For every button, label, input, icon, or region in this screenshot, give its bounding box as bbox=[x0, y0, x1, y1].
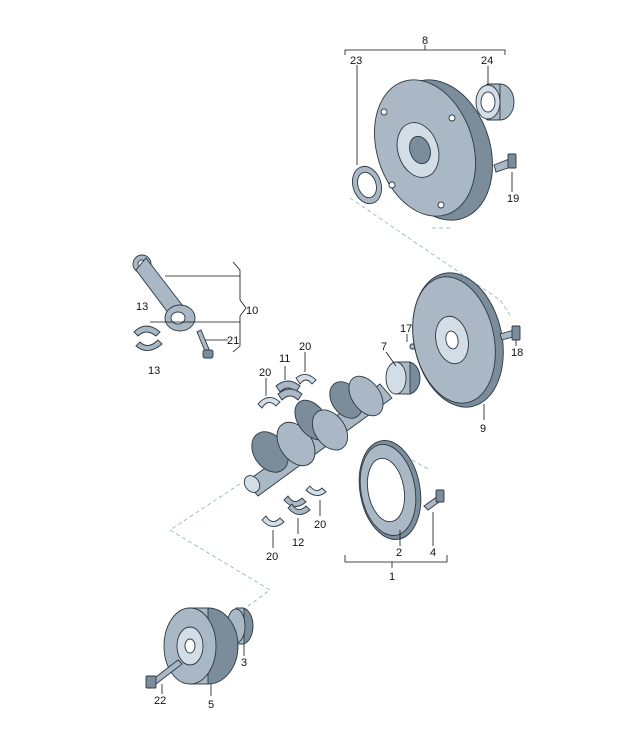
callout-23: 23 bbox=[350, 55, 362, 67]
callout-13-lower: 13 bbox=[148, 365, 160, 377]
callout-13-upper: 13 bbox=[136, 301, 148, 313]
part-8-flywheel-housing bbox=[344, 45, 506, 221]
callout-8: 8 bbox=[422, 35, 428, 47]
callout-labels: 8 23 24 19 10 13 21 13 17 7 18 20 11 20 … bbox=[136, 35, 523, 711]
callout-11: 11 bbox=[279, 353, 290, 365]
part-11-20-upper-bearing-shells bbox=[257, 352, 317, 409]
part-7-bush bbox=[385, 351, 421, 395]
callout-2: 2 bbox=[396, 547, 402, 559]
part-2-sender-wheel bbox=[358, 440, 422, 546]
callout-17: 17 bbox=[400, 323, 412, 335]
part-1-bracket bbox=[344, 555, 448, 563]
part-5-pulley bbox=[163, 607, 239, 696]
callout-4: 4 bbox=[430, 547, 436, 559]
part-18-bolt bbox=[499, 325, 521, 346]
callout-20-b: 20 bbox=[299, 341, 311, 353]
callout-12: 12 bbox=[292, 537, 304, 549]
callout-1: 1 bbox=[389, 571, 395, 583]
part-4-bolt bbox=[423, 489, 445, 546]
part-22-bolt bbox=[145, 659, 183, 694]
callout-10: 10 bbox=[246, 305, 258, 317]
callout-20-c: 20 bbox=[314, 519, 326, 531]
callout-9: 9 bbox=[480, 423, 486, 435]
callout-7: 7 bbox=[381, 341, 387, 353]
callout-20-d: 20 bbox=[266, 551, 278, 563]
part-12-20-lower-bearing-shells bbox=[261, 485, 327, 548]
part-crankshaft bbox=[243, 375, 393, 497]
callout-3: 3 bbox=[241, 657, 247, 669]
part-9-drive-plate bbox=[412, 272, 504, 420]
callout-19: 19 bbox=[507, 193, 519, 205]
callout-21: 21 bbox=[227, 335, 239, 347]
part-24-needle-bearing bbox=[475, 66, 515, 121]
part-19-bolt bbox=[493, 153, 517, 192]
part-23-seal-ring bbox=[351, 65, 383, 205]
callout-5: 5 bbox=[208, 699, 214, 711]
callout-24: 24 bbox=[481, 55, 493, 67]
callout-20-a: 20 bbox=[259, 367, 271, 379]
part-10-connecting-rod-assembly bbox=[132, 254, 247, 359]
callout-22: 22 bbox=[154, 695, 166, 707]
callout-18: 18 bbox=[511, 347, 523, 359]
